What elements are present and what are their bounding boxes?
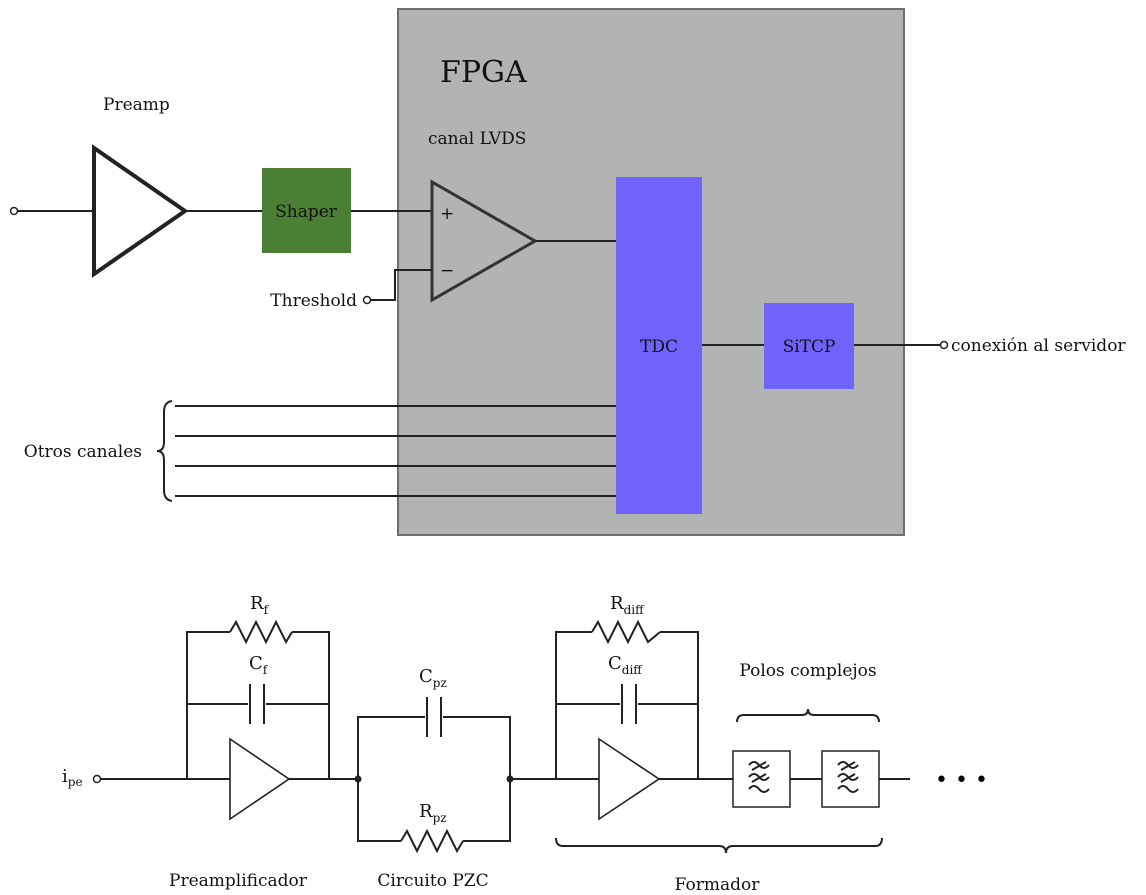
tdc-block [616,177,702,514]
server-terminal [939,340,949,350]
pzc-caption: Circuito PZC [377,871,488,891]
front-end-circuit: ipe Rf Cf Cpz Rpz [62,593,988,895]
other-channels-label: Otros canales [24,442,142,462]
preamp-triangle [92,144,189,278]
filter-wave-icon-1 [748,761,770,793]
threshold-label: Threshold [270,291,357,311]
server-label: conexión al servidor [951,336,1126,356]
sitcp-label: SiTCP [783,337,836,357]
ellipsis: • • • [935,768,988,793]
lvds-label: canal LVDS [428,129,526,149]
input-terminal [9,206,19,216]
circuit-input-terminal [92,774,102,784]
shaper-brace [555,837,883,854]
shaper-block [262,168,351,253]
cpz-label: Cpz [419,666,447,690]
cdiff-label: Cdiff [608,653,643,677]
other-channels-brace [156,400,173,502]
sitcp-block [764,303,854,389]
preamp-label: Preamp [103,95,170,115]
preamp-caption: Preamplificador [169,871,308,891]
readout-block-diagram: FPGA Preamp Shaper canal LVDS + − Thresh… [9,8,1126,536]
rf-label: Rf [250,593,270,617]
fpga-label: FPGA [440,55,527,90]
lvds-comparator [430,179,539,303]
threshold-terminal [362,295,372,305]
shaper-label: Shaper [275,202,338,222]
rf-resistor [229,619,293,645]
input-label: ipe [62,766,83,789]
plus-sign: + [440,204,454,224]
rdiff-resistor [591,619,661,645]
tdc-label: TDC [640,337,678,357]
preamplifier-triangle [229,737,291,821]
rpz-resistor [400,828,464,854]
rpz-label: Rpz [419,801,447,825]
rdiff-label: Rdiff [610,593,645,617]
filter-wave-icon-2 [837,761,859,793]
shaper-amp-triangle [598,737,661,821]
cf-label: Cf [249,653,269,677]
complex-poles-brace [736,708,880,723]
complex-poles-label: Polos complejos [739,661,876,681]
minus-sign: − [440,261,454,281]
shaper-caption: Formador [675,875,761,895]
